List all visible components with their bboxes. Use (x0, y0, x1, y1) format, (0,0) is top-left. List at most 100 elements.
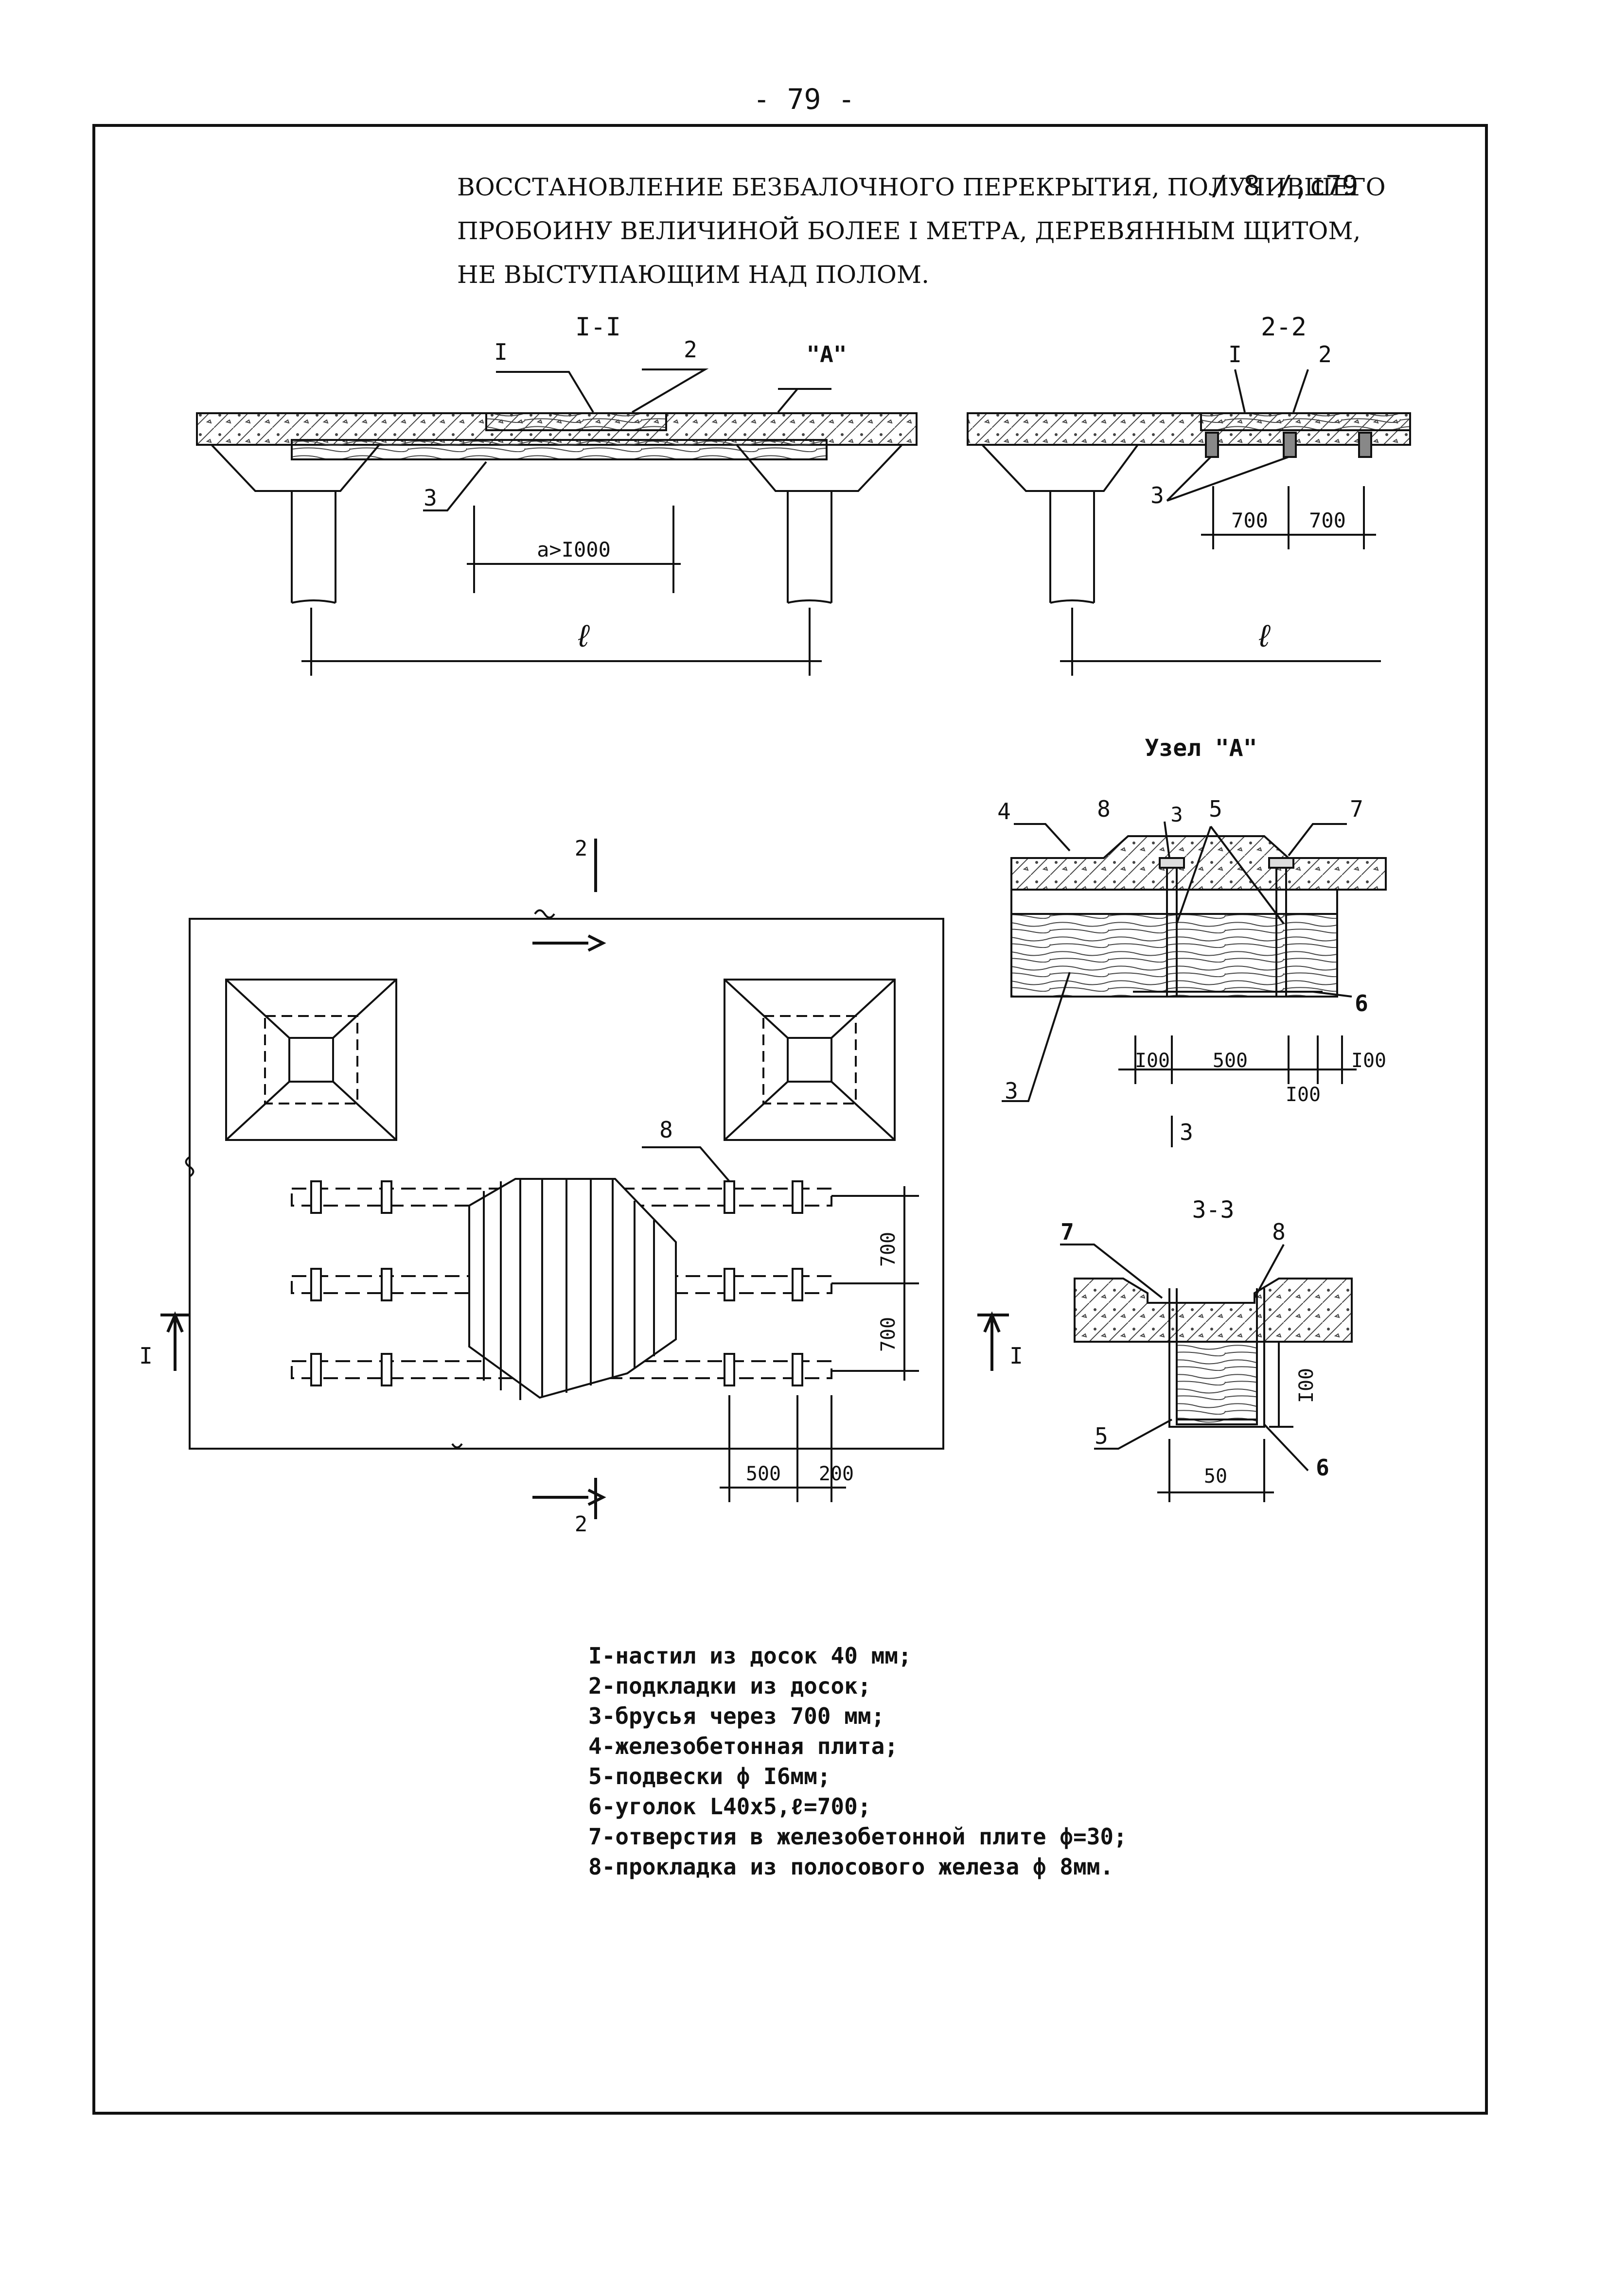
callout-3-3-5: 5 (1095, 1423, 1108, 1449)
legend-item: 7-отверстия в железобетонной плите ф=30; (588, 1823, 1127, 1850)
section-3-3-beam (1176, 1341, 1258, 1425)
section-3-3: 3-3 (1060, 1196, 1353, 1502)
cut-1-left (160, 1311, 190, 1371)
leader-a (777, 388, 831, 413)
legend-item: 8-прокладка из полосового железа ф 8мм. (588, 1854, 1114, 1880)
callout-3-top: 3 (1170, 803, 1183, 826)
plan-dims-vertical (831, 1186, 919, 1381)
node-a-hangers (1166, 865, 1287, 997)
leader-3-3-5 (1094, 1419, 1172, 1450)
section-2-2-label: 2-2 (1261, 313, 1307, 342)
column-right (787, 491, 832, 604)
node-a-dims (1118, 1035, 1357, 1084)
cut-2-bottom (532, 1478, 606, 1519)
dim-3-3-50 (1157, 1439, 1274, 1502)
boards-2-2 (1200, 412, 1411, 431)
cut-1-right (977, 1311, 1009, 1371)
dim-2-2-l (1060, 608, 1381, 676)
title-line-2: ПРОБОИНУ ВЕЛИЧИНОЙ БОЛЕЕ I МЕТРА, ДЕРЕВЯ… (457, 217, 1361, 245)
leader-4 (1014, 823, 1071, 852)
node-dim-100-b: I00 (1286, 1084, 1321, 1106)
dim-l-text: ℓ (574, 618, 593, 654)
cut-2-bottom-label: 2 (575, 1512, 588, 1537)
column-2-2 (1049, 491, 1095, 604)
leader-3-3-8 (1254, 1244, 1285, 1298)
callout-7: 7 (1350, 796, 1363, 822)
node-a-nut-2 (1268, 857, 1294, 869)
callout-8-node: 8 (1097, 796, 1111, 822)
section-3-3-label: 3-3 (1192, 1196, 1235, 1224)
plan-break-marks (185, 909, 555, 1449)
drawing-frame (92, 124, 1488, 2115)
leader-3-3-7 (1060, 1244, 1163, 1299)
leader-2-2-3 (1166, 456, 1289, 502)
dim-3-3-100 (1269, 1341, 1293, 1428)
title-line-3: НЕ ВЫСТУПАЮЩИМ НАД ПОЛОМ. (457, 261, 929, 289)
cut-1-right-label: I (1009, 1343, 1023, 1369)
callout-3-node: 3 (1005, 1078, 1018, 1104)
legend-item: 2-подкладки из досок; (588, 1673, 871, 1699)
dim-3-3-100-text: I00 (1295, 1368, 1318, 1403)
capital-right (736, 444, 903, 492)
dim-a-line (467, 506, 681, 593)
plan-capital-right (724, 979, 896, 1141)
cut-2-top (532, 839, 606, 952)
source-reference: / 8 /,с79 (1211, 170, 1359, 202)
leader-2-2-2 (1292, 369, 1309, 413)
callout-3-3-7: 7 (1060, 1219, 1074, 1245)
callout-1-1-3: 3 (424, 485, 437, 511)
callout-4: 4 (997, 798, 1011, 824)
callout-6: 6 (1355, 990, 1368, 1017)
beam-2-2-2 (1283, 432, 1297, 458)
callout-1-1-2: 2 (684, 336, 697, 363)
legend-item: 5-подвески ф I6мм; (588, 1763, 831, 1789)
plan-dims-horizontal (720, 1395, 846, 1502)
boards-1-1 (485, 412, 667, 431)
callout-3-3-6: 6 (1316, 1455, 1329, 1481)
leader-3 (423, 461, 487, 511)
beam-2-2-1 (1205, 432, 1219, 458)
callout-plan-8: 8 (659, 1117, 673, 1143)
leader-5 (1176, 825, 1285, 925)
node-dim-500: 500 (1213, 1050, 1248, 1072)
dim-3-3-50-text: 50 (1204, 1465, 1227, 1488)
leader-2-2-1 (1234, 369, 1246, 413)
node-a: Узел "А" (1002, 735, 1387, 1147)
dim-2-2-700 (1201, 486, 1376, 549)
leader-3-3-6 (1263, 1423, 1309, 1472)
plan-dim-700-a: 700 (877, 1232, 900, 1267)
callout-2-2-2: 2 (1318, 341, 1332, 368)
dim-l-line (301, 608, 822, 676)
plan-outline (189, 918, 944, 1450)
section-1-1: I-I (196, 313, 918, 676)
plan-dim-700-b: 700 (877, 1317, 900, 1352)
node-a-beam (1010, 913, 1338, 998)
beam-2-2-3 (1358, 432, 1372, 458)
legend-item: 3-брусья через 700 мм; (588, 1703, 885, 1729)
plan-view (160, 839, 1009, 1519)
node-a-nut-1 (1159, 857, 1185, 869)
node-dim-100-c: I00 (1351, 1050, 1386, 1072)
column-left (291, 491, 336, 604)
leader-8 (1164, 821, 1170, 859)
capital-2-2 (981, 444, 1139, 492)
callout-1-1-a: "А" (806, 341, 847, 368)
section-1-1-label: I-I (575, 313, 621, 342)
title-line-1: ВОССТАНОВЛЕНИЕ БЕЗБАЛОЧНОГО ПЕРЕКРЫТИЯ, … (457, 173, 1386, 201)
cut-3-label: 3 (1180, 1119, 1193, 1145)
page-number: - 79 - (753, 83, 855, 116)
dim-2-2-700-a: 700 (1231, 508, 1268, 532)
plan-dim-500: 500 (746, 1463, 781, 1485)
dim-a-text: a>I000 (537, 538, 611, 561)
legend-item: 4-железобетонная плита; (588, 1733, 898, 1759)
leader-6 (1312, 991, 1352, 998)
leader-7 (1288, 823, 1347, 857)
dim-2-2-700-b: 700 (1309, 508, 1346, 532)
cut-2-top-label: 2 (575, 836, 588, 861)
leader-plan-8 (642, 1146, 730, 1182)
dim-2-2-l-text: ℓ (1255, 618, 1273, 654)
legend-item: I-настил из досок 40 мм; (588, 1643, 912, 1669)
node-dim-100-a: I00 (1135, 1050, 1170, 1072)
plan-capital-left (225, 979, 397, 1141)
